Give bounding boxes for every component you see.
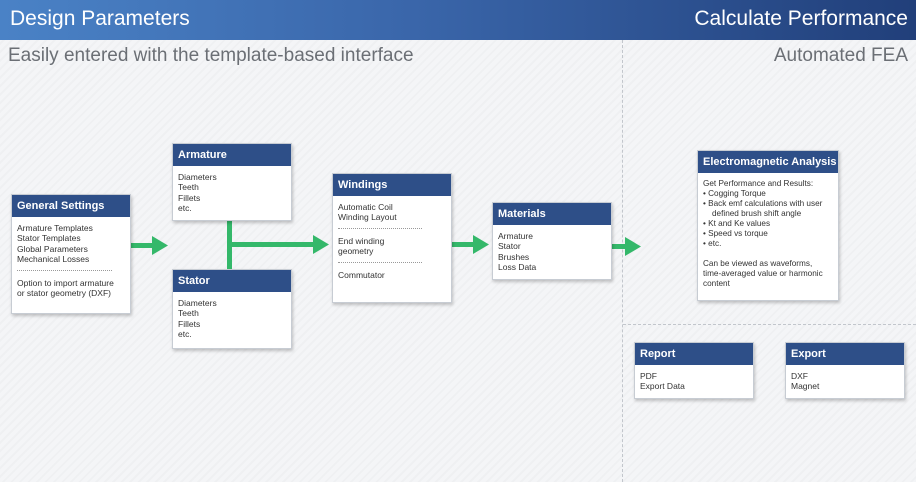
stator-card[interactable]: Stator Diameters Teeth Fillets etc. <box>172 269 292 349</box>
list-item: Brushes <box>498 251 530 262</box>
export-card[interactable]: Export DXF Magnet <box>785 342 905 399</box>
list-item: Stator Templates <box>17 233 81 244</box>
outro-text: time-averaged value or harmonic <box>703 269 823 278</box>
list-item: Fillets <box>178 192 201 203</box>
left-subtitle: Easily entered with the template-based i… <box>8 45 414 66</box>
divider <box>338 261 423 263</box>
list-item: PDF <box>640 371 657 381</box>
note-line: Option to import armature <box>17 277 114 288</box>
list-item: Global Parameters <box>17 243 88 254</box>
arrow-parts-to-windings <box>227 235 329 254</box>
list-item: Teeth <box>178 182 199 193</box>
intro-text: Get Performance and Results: <box>703 179 814 188</box>
list-item: Diameters <box>178 298 217 308</box>
electromagnetic-analysis-card[interactable]: Electromagnetic Analysis Get Performance… <box>697 150 839 301</box>
bullet-item: • etc. <box>703 239 722 248</box>
stator-title: Stator <box>173 270 291 292</box>
arrow-materials-to-em <box>611 237 641 256</box>
report-title: Report <box>635 343 753 365</box>
armature-title: Armature <box>173 144 291 166</box>
electromagnetic-analysis-title: Electromagnetic Analysis <box>698 151 838 173</box>
list-item: etc. <box>178 329 192 340</box>
export-title: Export <box>786 343 904 365</box>
list-item: Mechanical Losses <box>17 254 90 265</box>
materials-card[interactable]: Materials Armature Stator Brushes Loss D… <box>492 202 612 280</box>
windings-card[interactable]: Windings Automatic Coil Winding Layout E… <box>332 173 452 303</box>
vertical-divider <box>622 40 623 482</box>
list-item: End winding <box>338 235 385 246</box>
list-item: Fillets <box>178 318 201 329</box>
outro-text: Can be viewed as waveforms, <box>703 259 813 268</box>
header-bar: Design Parameters Calculate Performance <box>0 0 916 40</box>
list-item: Armature <box>498 231 533 241</box>
list-item: Diameters <box>178 172 217 182</box>
note-line: or stator geometry (DXF) <box>17 288 111 299</box>
list-item: Export Data <box>640 381 685 392</box>
general-settings-title: General Settings <box>12 195 130 217</box>
list-item: geometry <box>338 246 374 257</box>
divider <box>338 227 423 229</box>
arrow-windings-to-materials <box>451 235 489 254</box>
windings-title: Windings <box>333 174 451 196</box>
bullet-item: • Speed vs torque <box>703 229 768 238</box>
bullet-item: • Kt and Ke values <box>703 219 771 228</box>
bullet-item: • Back emf calculations with user <box>703 199 823 208</box>
list-item: Loss Data <box>498 262 537 273</box>
armature-card[interactable]: Armature Diameters Teeth Fillets etc. <box>172 143 292 221</box>
horizontal-divider <box>623 324 916 325</box>
list-item: DXF <box>791 371 808 381</box>
arrow-general-to-parts <box>130 236 168 255</box>
general-settings-card[interactable]: General Settings Armature Templates Stat… <box>11 194 131 314</box>
list-item: Armature Templates <box>17 223 93 233</box>
bullet-item: • Cogging Torque <box>703 189 766 198</box>
divider <box>17 269 113 271</box>
list-item: Stator <box>498 241 521 252</box>
list-item: Commutator <box>338 269 385 280</box>
list-item: Automatic Coil <box>338 202 393 212</box>
outro-text: content <box>703 279 730 288</box>
spacer <box>703 249 833 259</box>
report-card[interactable]: Report PDF Export Data <box>634 342 754 399</box>
calculate-performance-title: Calculate Performance <box>694 7 908 30</box>
list-item: Teeth <box>178 308 199 319</box>
list-item: Winding Layout <box>338 212 397 223</box>
bullet-item-continued: defined brush shift angle <box>712 209 802 218</box>
list-item: etc. <box>178 203 192 214</box>
list-item: Magnet <box>791 381 820 392</box>
materials-title: Materials <box>493 203 611 225</box>
right-subtitle: Automated FEA <box>773 45 908 66</box>
design-parameters-title: Design Parameters <box>10 7 190 30</box>
